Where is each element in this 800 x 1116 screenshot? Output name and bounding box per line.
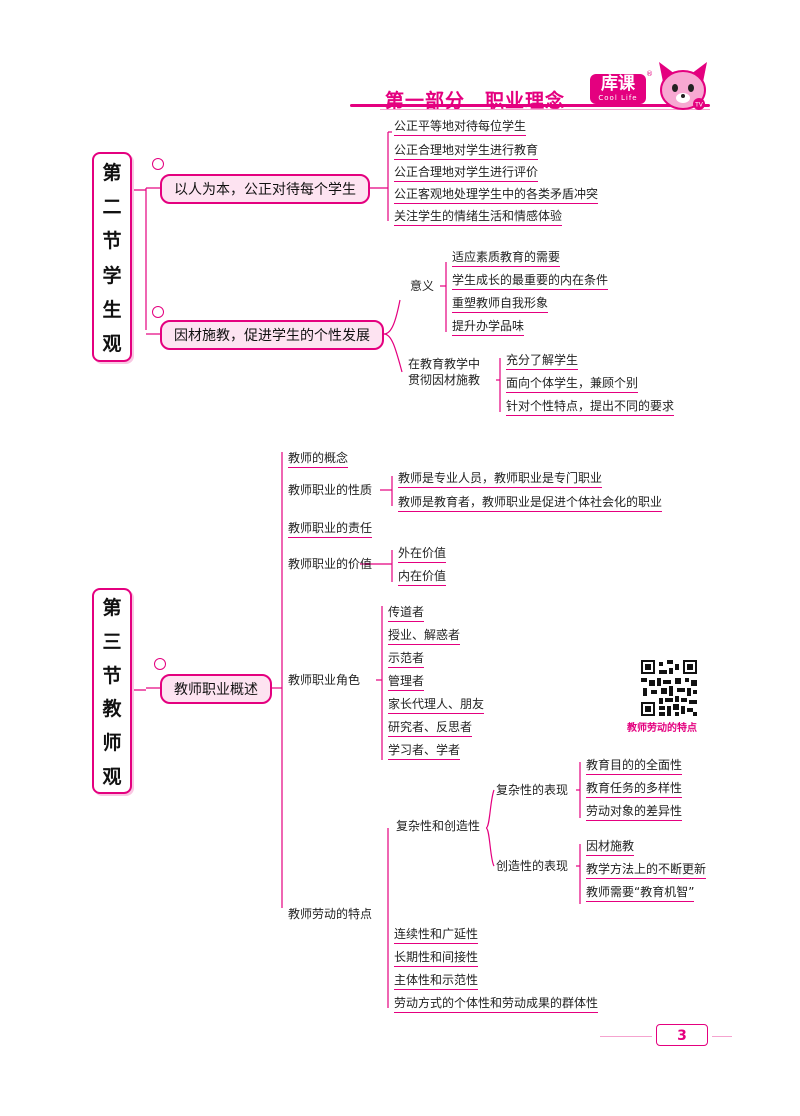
complexity-item: 劳动对象的差异性 bbox=[586, 803, 683, 821]
teacher-concept: 教师的概念 bbox=[288, 450, 349, 468]
labor-label: 教师劳动的特点 bbox=[288, 907, 373, 921]
header-divider-thin bbox=[380, 109, 710, 110]
page-number-rule bbox=[600, 1036, 652, 1037]
creativity-label: 创造性的表现 bbox=[496, 859, 569, 873]
role-label: 教师职业角色 bbox=[288, 673, 361, 687]
section-three-char: 三 bbox=[102, 630, 122, 653]
section-two-char: 学 bbox=[102, 264, 122, 287]
meaning-item: 提升办学品味 bbox=[452, 318, 525, 336]
role-item: 家长代理人、朋友 bbox=[388, 696, 485, 714]
creativity-item: 教师需要“教育机智” bbox=[586, 884, 695, 902]
section-two-char: 二 bbox=[102, 195, 122, 218]
section-two-title-box: 第 二 节 学 生 观 bbox=[92, 152, 132, 362]
teacher-duty: 教师职业的责任 bbox=[288, 520, 373, 538]
branch-teacher-profession-overview: 教师职业概述 bbox=[160, 674, 272, 704]
section-two-char: 节 bbox=[102, 230, 122, 253]
qr-caption: 教师劳动的特点 bbox=[627, 723, 697, 734]
practice-item: 充分了解学生 bbox=[506, 352, 579, 370]
complexity-label: 复杂性的表现 bbox=[496, 783, 569, 797]
labor-item: 劳动方式的个体性和劳动成果的群体性 bbox=[394, 995, 599, 1013]
brand-main: 库课 bbox=[601, 74, 635, 94]
decor-bubble bbox=[152, 306, 164, 318]
role-item: 示范者 bbox=[388, 650, 425, 668]
practice-label: 在教育教学中 bbox=[408, 357, 481, 371]
complexity-item: 教育目的的全面性 bbox=[586, 757, 683, 775]
value-item: 内在价值 bbox=[398, 568, 447, 586]
section-three-char: 第 bbox=[102, 597, 122, 620]
section-three-char: 观 bbox=[102, 765, 122, 788]
meaning-item: 重塑教师自我形象 bbox=[452, 295, 549, 313]
role-item: 传道者 bbox=[388, 604, 425, 622]
practice-item: 针对个性特点，提出不同的要求 bbox=[506, 398, 675, 416]
branch1-item: 公正平等地对待每位学生 bbox=[394, 118, 527, 136]
branch1-item: 公正客观地处理学生中的各类矛盾冲突 bbox=[394, 186, 599, 204]
decor-bubble bbox=[154, 658, 166, 670]
nature-label: 教师职业的性质 bbox=[288, 483, 373, 497]
branch-individualized-teaching: 因材施教，促进学生的个性发展 bbox=[160, 320, 384, 350]
complexity-item: 教育任务的多样性 bbox=[586, 780, 683, 798]
nature-item: 教师是专业人员，教师职业是专门职业 bbox=[398, 470, 603, 488]
labor-item: 主体性和示范性 bbox=[394, 972, 479, 990]
branch1-item: 公正合理地对学生进行评价 bbox=[394, 164, 539, 182]
brand-logo: 库课 Cool Life bbox=[590, 74, 646, 104]
role-item: 授业、解惑者 bbox=[388, 627, 461, 645]
meaning-item: 学生成长的最重要的内在条件 bbox=[452, 272, 609, 290]
section-three-char: 节 bbox=[102, 664, 122, 687]
practice-label: 贯彻因材施教 bbox=[408, 373, 481, 387]
section-two-char: 生 bbox=[102, 298, 122, 321]
nature-item: 教师是教育者，教师职业是促进个体社会化的职业 bbox=[398, 494, 663, 512]
header-divider bbox=[350, 104, 710, 107]
qr-code-icon[interactable] bbox=[641, 660, 697, 716]
branch1-item: 关注学生的情绪生活和情感体验 bbox=[394, 208, 563, 226]
practice-item: 面向个体学生，兼顾个别 bbox=[506, 375, 639, 393]
section-three-char: 教 bbox=[102, 698, 122, 721]
creativity-item: 因材施教 bbox=[586, 838, 635, 856]
labor-item: 连续性和广延性 bbox=[394, 926, 479, 944]
meaning-item: 适应素质教育的需要 bbox=[452, 249, 561, 267]
labor-item: 长期性和间接性 bbox=[394, 949, 479, 967]
role-item: 研究者、反思者 bbox=[388, 719, 473, 737]
section-two-char: 观 bbox=[102, 333, 122, 356]
section-two-char: 第 bbox=[102, 161, 122, 184]
branch1-item: 公正合理地对学生进行教育 bbox=[394, 142, 539, 160]
section-three-char: 师 bbox=[102, 731, 122, 754]
mascot-badge: TV bbox=[694, 102, 704, 109]
value-label: 教师职业的价值 bbox=[288, 557, 373, 571]
value-item: 外在价值 bbox=[398, 545, 447, 563]
brand-sub: Cool Life bbox=[598, 94, 638, 102]
page-number-rule bbox=[712, 1036, 732, 1037]
section-three-title-box: 第 三 节 教 师 观 bbox=[92, 588, 132, 794]
decor-bubble bbox=[152, 158, 164, 170]
meaning-label: 意义 bbox=[410, 279, 435, 293]
branch-people-oriented: 以人为本，公正对待每个学生 bbox=[160, 174, 370, 204]
page-number: 3 bbox=[656, 1024, 708, 1046]
complex-creative-label: 复杂性和创造性 bbox=[396, 819, 481, 833]
mascot-icon: TV bbox=[659, 62, 707, 110]
role-item: 管理者 bbox=[388, 673, 425, 691]
registered-mark: ® bbox=[646, 70, 653, 78]
creativity-item: 教学方法上的不断更新 bbox=[586, 861, 707, 879]
role-item: 学习者、学者 bbox=[388, 742, 461, 760]
